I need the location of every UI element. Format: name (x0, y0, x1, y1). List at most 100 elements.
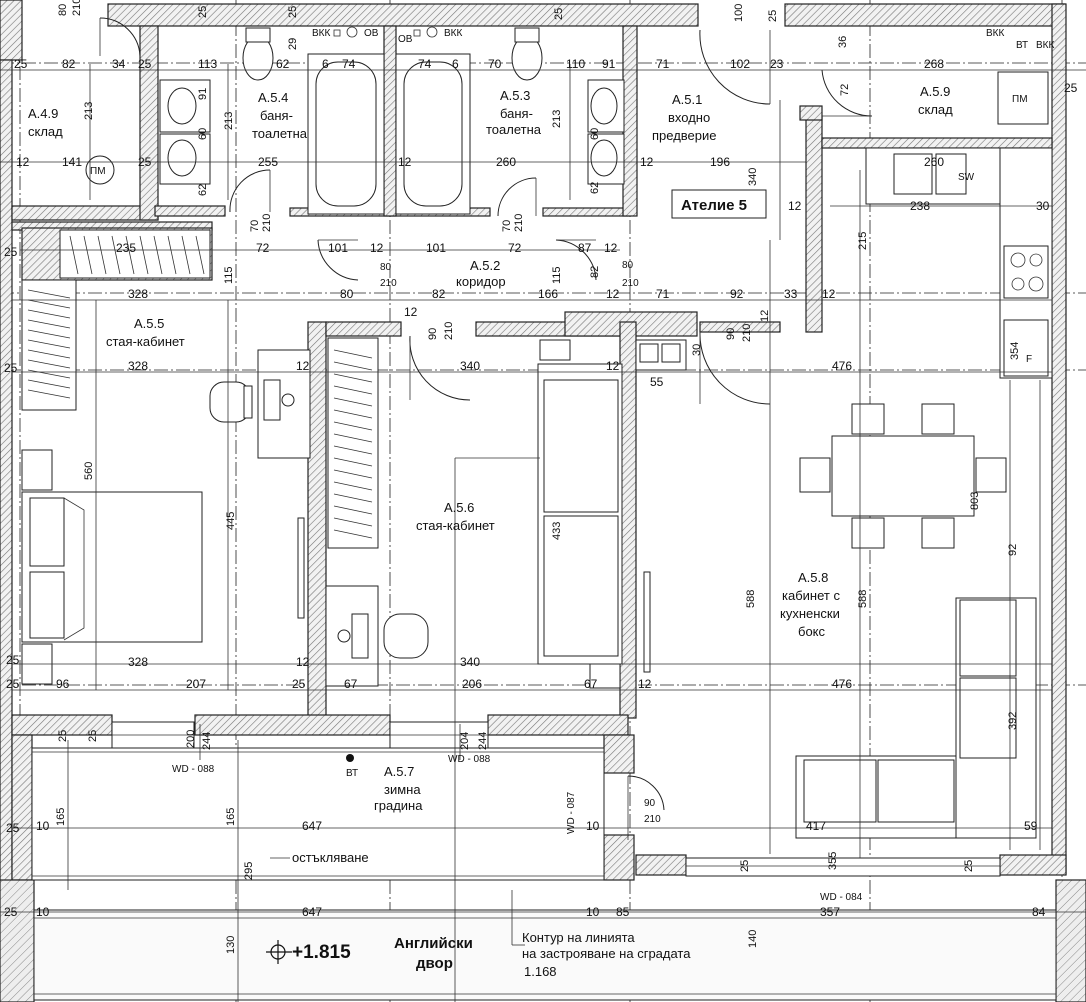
vkk-symbol-3: ВКК (986, 28, 1004, 39)
dim-71top: 71 (656, 57, 670, 71)
dim-80top: 80 (57, 4, 69, 16)
dim-235: 235 (116, 241, 136, 255)
dim-23: 23 (770, 57, 784, 71)
dim-101a: 101 (328, 241, 348, 255)
elevation-marker: +1.815 (266, 940, 351, 964)
windows (31, 721, 1057, 1001)
dim-72c: 72 (839, 84, 851, 96)
dim-476a: 476 (832, 359, 852, 373)
dim-10b: 10 (36, 905, 50, 919)
dim-125: 12 (759, 310, 771, 322)
dim-25k: 25 (739, 860, 751, 872)
dim-340a: 340 (460, 359, 480, 373)
dim-25q: 25 (6, 821, 20, 835)
window-codes: WD - 088 WD - 088 WD - 087 WD - 084 (172, 754, 863, 903)
dim-71b: 71 (656, 287, 670, 301)
dim-803: 803 (969, 492, 981, 510)
dim-62b: 62 (589, 182, 601, 194)
pm-symbol-1: ПМ (90, 166, 106, 177)
dim-113: 113 (198, 57, 217, 71)
dim-70: 70 (488, 57, 502, 71)
room-a51-name1: входно (668, 110, 710, 125)
dim-476b: 476 (832, 677, 852, 691)
window-wd087: WD - 087 (566, 791, 577, 834)
room-a52-code: А.5.2 (470, 258, 500, 273)
dim-445: 445 (225, 512, 237, 530)
dim-260b: 260 (924, 155, 944, 169)
room-a53-name2: тоалетна (486, 122, 542, 137)
dim-60b: 60 (589, 128, 601, 140)
dim-33: 33 (784, 287, 798, 301)
dishwasher-label: SW (958, 172, 975, 183)
dim-25j: 25 (87, 730, 99, 742)
room-a54-name2: тоалетна (252, 126, 308, 141)
dim-87: 87 (578, 241, 592, 255)
dim-72a: 72 (256, 241, 270, 255)
dim-647a: 647 (302, 819, 322, 833)
furniture (21, 339, 1037, 839)
dim-200: 200 (185, 730, 197, 748)
dim-62: 62 (276, 57, 290, 71)
dim-328a: 328 (128, 287, 148, 301)
dim-82c: 82 (589, 266, 601, 278)
dim-12c: 12 (640, 155, 654, 169)
dim-204: 204 (459, 732, 471, 750)
dim-206: 206 (462, 677, 482, 691)
dim-255: 255 (258, 155, 278, 169)
dim-165a: 165 (55, 808, 67, 826)
dim-60a: 60 (197, 128, 209, 140)
bt-symbol-2: ВТ (1016, 40, 1028, 51)
dim-74b: 74 (418, 57, 432, 71)
dim-128: 12 (296, 655, 310, 669)
dim-62a: 62 (197, 184, 209, 196)
dim-25g: 25 (6, 677, 20, 691)
dim-268: 268 (924, 57, 944, 71)
dim-120: 12 (370, 241, 384, 255)
dim-25h: 25 (292, 677, 306, 691)
elevation-value: +1.815 (292, 942, 351, 963)
dim-328b: 328 (128, 359, 148, 373)
dim-10a: 10 (36, 819, 50, 833)
dim-12b: 12 (398, 155, 412, 169)
room-a51-name2: предверие (652, 128, 717, 143)
dim-6a: 6 (322, 57, 329, 71)
dim-215: 215 (857, 232, 869, 250)
room-a53-name1: баня- (500, 106, 533, 121)
dimension-lines (0, 64, 1086, 1002)
contour-note-value: 1.168 (524, 964, 557, 979)
dim-392: 392 (1007, 712, 1019, 730)
room-a59-name: склад (918, 102, 953, 117)
yard-name2: двор (416, 955, 453, 972)
dim-588a: 588 (745, 590, 757, 608)
dim-210top: 210 (71, 0, 83, 16)
dim-340b: 340 (460, 655, 480, 669)
dim-90b: 90 (644, 798, 656, 809)
dim-25n: 25 (4, 245, 18, 259)
dim-92h: 92 (730, 287, 744, 301)
glazing-note: остъкляване (292, 850, 369, 865)
dimension-texts: 25 82 34 25 113 62 6 74 74 6 70 110 91 7… (4, 0, 1078, 954)
contour-note-line1: Контур на линията (522, 930, 635, 945)
window-wd088a: WD - 088 (172, 764, 215, 775)
dim-102: 102 (730, 57, 750, 71)
dim-80a: 80 (380, 262, 392, 273)
dim-30b: 30 (691, 344, 703, 356)
dim-213a: 213 (83, 102, 95, 120)
dim-74a: 74 (342, 57, 356, 71)
room-labels: А.4.9 склад А.5.4 баня- тоалетна А.5.3 б… (28, 84, 953, 979)
dim-122: 12 (606, 287, 620, 301)
dim-328c: 328 (128, 655, 148, 669)
dim-130: 130 (225, 936, 237, 954)
pm-symbol-2: ПМ (1012, 94, 1028, 105)
wardrobes (21, 229, 379, 549)
room-a55-code: А.5.5 (134, 316, 164, 331)
dim-25top: 25 (197, 6, 209, 18)
dim-25a: 25 (14, 57, 28, 71)
contour-note-line2: на застрояване на сградата (522, 946, 691, 961)
room-a57-code: А.5.7 (384, 764, 414, 779)
dim-25o: 25 (4, 361, 18, 375)
dim-25i: 25 (57, 730, 69, 742)
dim-355: 355 (827, 852, 839, 870)
dim-34: 34 (112, 57, 126, 71)
